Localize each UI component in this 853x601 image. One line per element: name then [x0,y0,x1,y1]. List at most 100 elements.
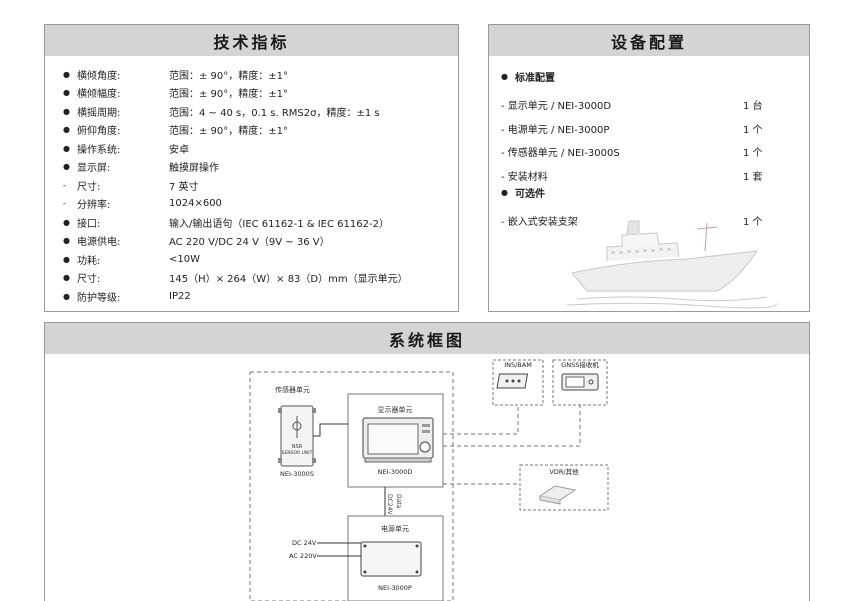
spec-bullet: ● [63,236,70,246]
spec-value: 范围：± 90°，精度：±1° [169,70,289,82]
spec-row: ● 横摇周期: 范围：4 ~ 40 s，0.1 s. RMS2σ，精度：±1 s [63,102,453,121]
config-item-name: - 电源单元 / NEI-3000P [501,124,610,136]
spec-value: 安卓 [169,144,189,156]
display-model-label: NEI-3000D [378,468,413,476]
spec-label: 横倾角度: [77,70,121,82]
config-item: - 安装材料 1 套 [501,164,801,188]
config-item-name: - 显示单元 / NEI-3000D [501,101,612,113]
spec-bullet: ● [63,69,70,79]
spec-label: 俯仰角度: [77,126,121,138]
spec-bullet: ● [63,88,70,98]
display-unit-icon [362,417,434,463]
spec-value: <10W [169,253,200,265]
spec-label: 接口: [77,218,101,230]
bullet-icon: ● [501,188,508,197]
spec-value: 范围：± 90°，精度：±1° [169,89,289,101]
spec-bullet: ● [63,254,70,264]
external-links [443,405,581,485]
spec-row: ●尺寸:145（H）× 264（W）× 83（D）mm（显示单元） [63,269,453,288]
ac-input-label: AC 220V [289,552,317,560]
spec-value: 145（H）× 264（W）× 83（D）mm（显示单元） [169,274,408,286]
dc24v-link-label: DC24V [386,494,393,515]
spec-value: 触摸屏操作 [169,163,219,175]
vdr-device-icon [538,485,577,505]
optional-heading-text: 可选件 [515,189,545,200]
gnss-receiver-icon [561,373,599,391]
external-vdr-box [519,464,609,511]
spec-value: 输入/输出语句（IEC 61162-1 & IEC 61162-2） [169,218,389,230]
spec-label: 横倾幅度: [77,89,121,101]
dc-input-label: DC 24V [292,539,317,547]
spec-row: ● 接口: 输入/输出语句（IEC 61162-1 & IEC 61162-2） [63,213,453,232]
data-link-label: Data [395,494,402,509]
spec-row: - 分辨率: 1024×600 [63,195,453,214]
config-item-qty: 1 套 [743,171,763,183]
spec-row: ●俯仰角度:范围：± 90°，精度：±1° [63,121,453,140]
sensor-display-link [313,423,348,437]
vdr-label: VDR/其他 [549,467,579,476]
spec-bullet: ● [63,291,70,301]
spec-value: IP22 [169,290,191,302]
spec-label: 功耗: [77,255,101,267]
sensor-badge-line2: SENSOR UNIT [282,450,313,456]
spec-label: 电源供电: [77,237,121,249]
spec-value: 7 英寸 [169,181,199,193]
sensor-unit-icon [278,405,316,467]
spec-bullet: - [63,199,66,209]
bullet-icon: ● [501,72,508,81]
spec-value: 范围：4 ~ 40 s，0.1 s. RMS2σ，精度：±1 s [169,107,380,119]
diagram-title: 系统框图 [45,323,809,354]
spec-label: 操作系统: [77,144,121,156]
gnss-label: GNSS接收机 [561,360,599,369]
tech-spec-title: 技术指标 [45,25,458,56]
power-unit-icon [360,541,422,577]
display-unit-label: 显示器单元 [378,405,413,414]
standard-config-heading: ● 标准配置 [501,69,801,84]
spec-row: - 尺寸: 7 英寸 [63,176,453,195]
spec-row: ● 防护等级: IP22 [63,287,453,306]
spec-label: 分辨率: [77,200,111,212]
spec-bullet: - [63,180,66,190]
spec-row: ●电源供电:AC 220 V/DC 24 V（9V ~ 36 V） [63,232,453,251]
sensor-badge-line1: NSR [292,444,303,450]
spec-row: ● 显示屏: 触摸屏操作 [63,158,453,177]
spec-row: ● 横倾幅度: 范围：± 90°，精度：±1° [63,84,453,103]
config-item-qty: 1 个 [743,148,763,160]
ins-bam-icon [496,373,529,389]
spec-label: 显示屏: [77,163,111,175]
tech-spec-list: ● 横倾角度: 范围：± 90°，精度：±1° ● 横倾幅度: 范围：± 90°，精度：±… [63,65,453,306]
standard-heading-text: 标准配置 [515,73,555,84]
spec-row: ●操作系统:安卓 [63,139,453,158]
config-item-qty: 1 个 [743,217,763,229]
power-model-label: NEI-3000P [378,584,412,592]
spec-value: 1024×600 [169,198,222,210]
sensor-model-label: NEI-3000S [280,470,314,478]
config-item-qty: 1 个 [743,124,763,136]
config-item: - 电源单元 / NEI-3000P 1 个 [501,117,801,141]
spec-bullet: ● [63,162,70,172]
spec-row: ● 功耗: <10W [63,250,453,269]
ins-bam-label: INS/BAM [504,361,532,369]
system-block-diagram: 传感器单元 NSR SENSOR UNIT NEI-3000S 显示器单元 NE… [249,359,609,601]
spec-bullet: ● [63,217,70,227]
spec-bullet: ● [63,106,70,116]
config-item-name: - 安装材料 [501,171,548,183]
config-item: - 传感器单元 / NEI-3000S 1 个 [501,140,801,164]
spec-label: 尺寸: [77,181,101,193]
sensor-group-label: 传感器单元 [275,385,310,394]
ship-illustration [567,220,777,309]
config-item-name: - 传感器单元 / NEI-3000S [501,148,620,160]
spec-value: 范围：± 90°，精度：±1° [169,126,289,138]
spec-label: 防护等级: [77,292,121,304]
spec-label: 横摇周期: [77,107,121,119]
external-ins-box [492,359,544,406]
spec-row: ● 横倾角度: 范围：± 90°，精度：±1° [63,65,453,84]
power-unit-label: 电源单元 [381,524,409,533]
tech-spec-panel: 技术指标 ● 横倾角度: 范围：± 90°，精度：±1° ● 横倾幅度: 范围：± 90°… [44,24,459,312]
config-title: 设备配置 [489,25,809,56]
